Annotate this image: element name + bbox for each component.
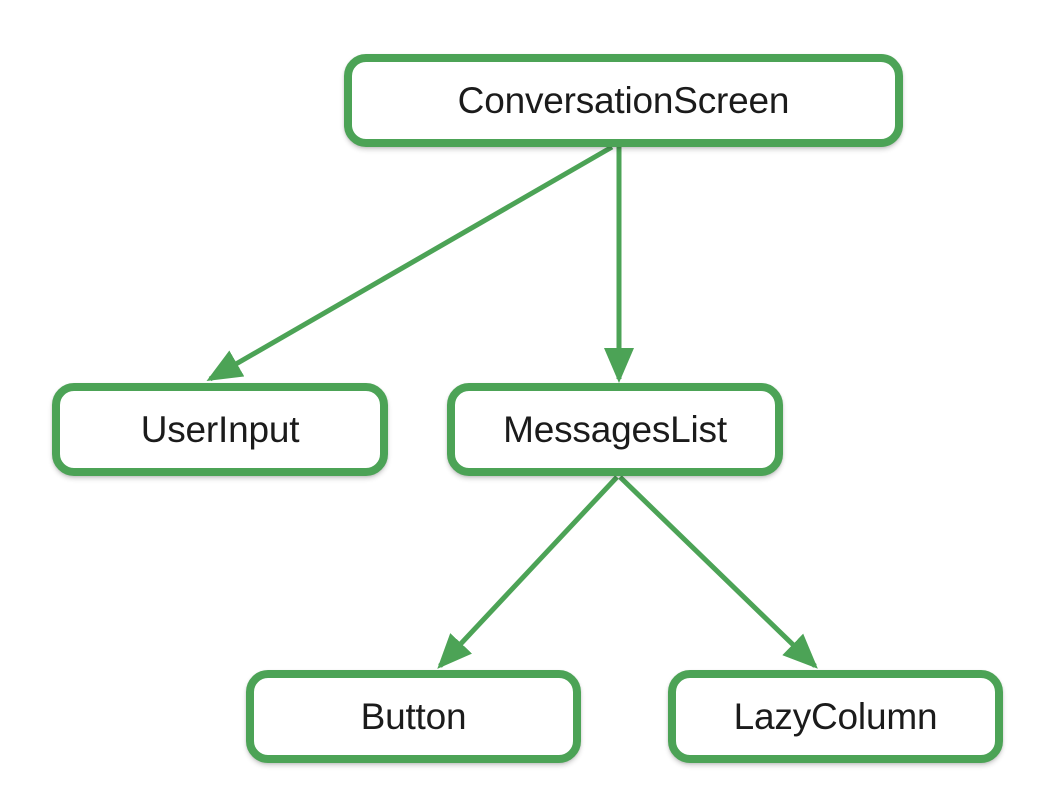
node-label: MessagesList [503, 409, 727, 450]
node-conversationscreen[interactable]: ConversationScreen [344, 54, 903, 147]
node-userinput[interactable]: UserInput [52, 383, 388, 476]
node-label: LazyColumn [733, 696, 938, 737]
edge-messageslist-button [437, 475, 619, 669]
node-lazycolumn[interactable]: LazyColumn [668, 670, 1003, 763]
edge-conversationscreen-userinput [206, 144, 614, 382]
node-button[interactable]: Button [246, 670, 581, 763]
edge-messageslist-lazycolumn [618, 475, 818, 669]
node-messageslist[interactable]: MessagesList [447, 383, 783, 476]
node-label: ConversationScreen [457, 80, 790, 121]
node-label: UserInput [140, 409, 300, 450]
node-label: Button [360, 696, 467, 737]
